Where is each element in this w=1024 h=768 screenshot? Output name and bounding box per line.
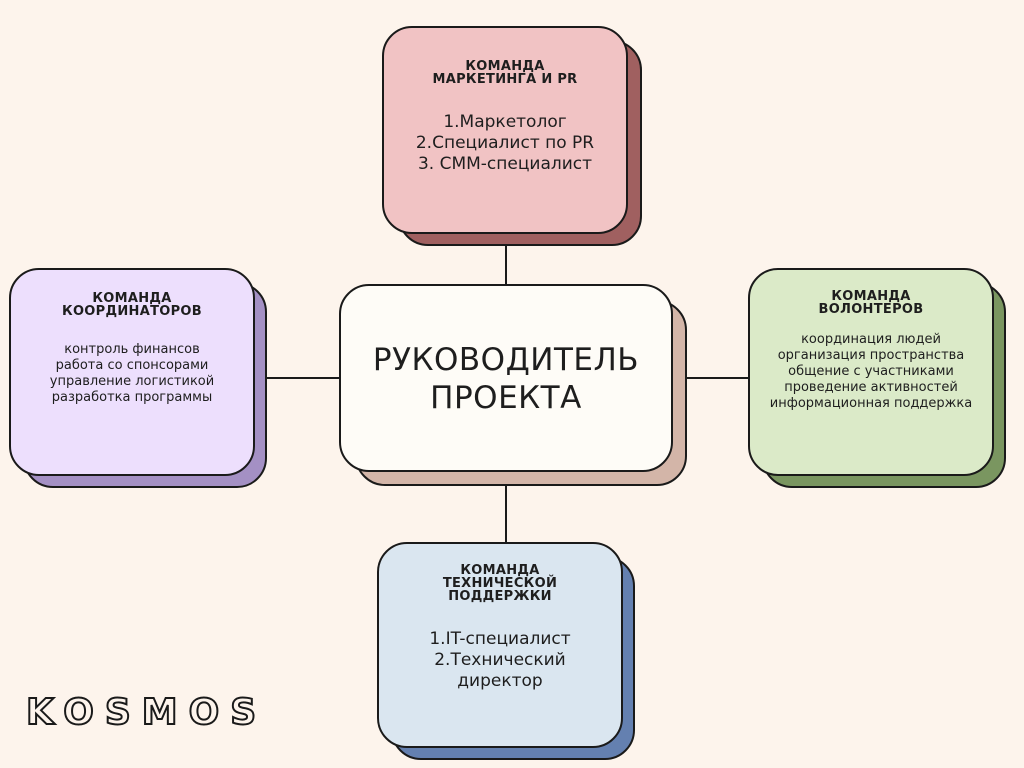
center-card: РУКОВОДИТЕЛЬ ПРОЕКТА bbox=[339, 284, 673, 472]
tech-team-node: КОМАНДА ТЕХНИЧЕСКОЙ ПОДДЕРЖКИ 1.IT-специ… bbox=[377, 542, 637, 764]
list-item: 2.Специалист по PR bbox=[415, 133, 595, 153]
list-item: управление логистикой bbox=[49, 374, 215, 389]
connector-bottom bbox=[505, 484, 507, 546]
list-item: 1.IT-специалист bbox=[429, 629, 571, 649]
project-leader-title: РУКОВОДИТЕЛЬ ПРОЕКТА bbox=[372, 342, 640, 416]
connector-right bbox=[686, 377, 752, 379]
list-item: контроль финансов bbox=[64, 342, 200, 357]
list-item: проведение активностей bbox=[784, 380, 958, 395]
list-item: организация пространства bbox=[777, 348, 965, 363]
list-item: координация людей bbox=[801, 332, 941, 347]
list-item: информационная поддержка bbox=[769, 396, 973, 411]
list-item: работа со спонсорами bbox=[55, 358, 209, 373]
list-item: 2.Технический bbox=[434, 650, 566, 670]
connector-left bbox=[266, 377, 342, 379]
list-item: разработка программы bbox=[51, 390, 213, 405]
list-item: общение с участниками bbox=[788, 364, 954, 379]
list-item: директор bbox=[457, 671, 543, 691]
tech-title: КОМАНДА ТЕХНИЧЕСКОЙ ПОДДЕРЖКИ bbox=[442, 563, 558, 604]
volunteers-title: КОМАНДА ВОЛОНТЕРОВ bbox=[818, 289, 924, 317]
list-item: 3. СММ-специалист bbox=[417, 154, 593, 174]
kosmos-logo: KOSMOS bbox=[25, 691, 268, 734]
connector-top bbox=[505, 246, 507, 288]
marketing-title: КОМАНДА МАРКЕТИНГА И PR bbox=[432, 59, 578, 87]
tech-card: КОМАНДА ТЕХНИЧЕСКОЙ ПОДДЕРЖКИ 1.IT-специ… bbox=[377, 542, 623, 748]
list-item: 1.Маркетолог bbox=[443, 112, 567, 132]
coordinators-title: КОМАНДА КООРДИНАТОРОВ bbox=[62, 291, 202, 319]
project-leader-node: РУКОВОДИТЕЛЬ ПРОЕКТА bbox=[339, 284, 689, 488]
